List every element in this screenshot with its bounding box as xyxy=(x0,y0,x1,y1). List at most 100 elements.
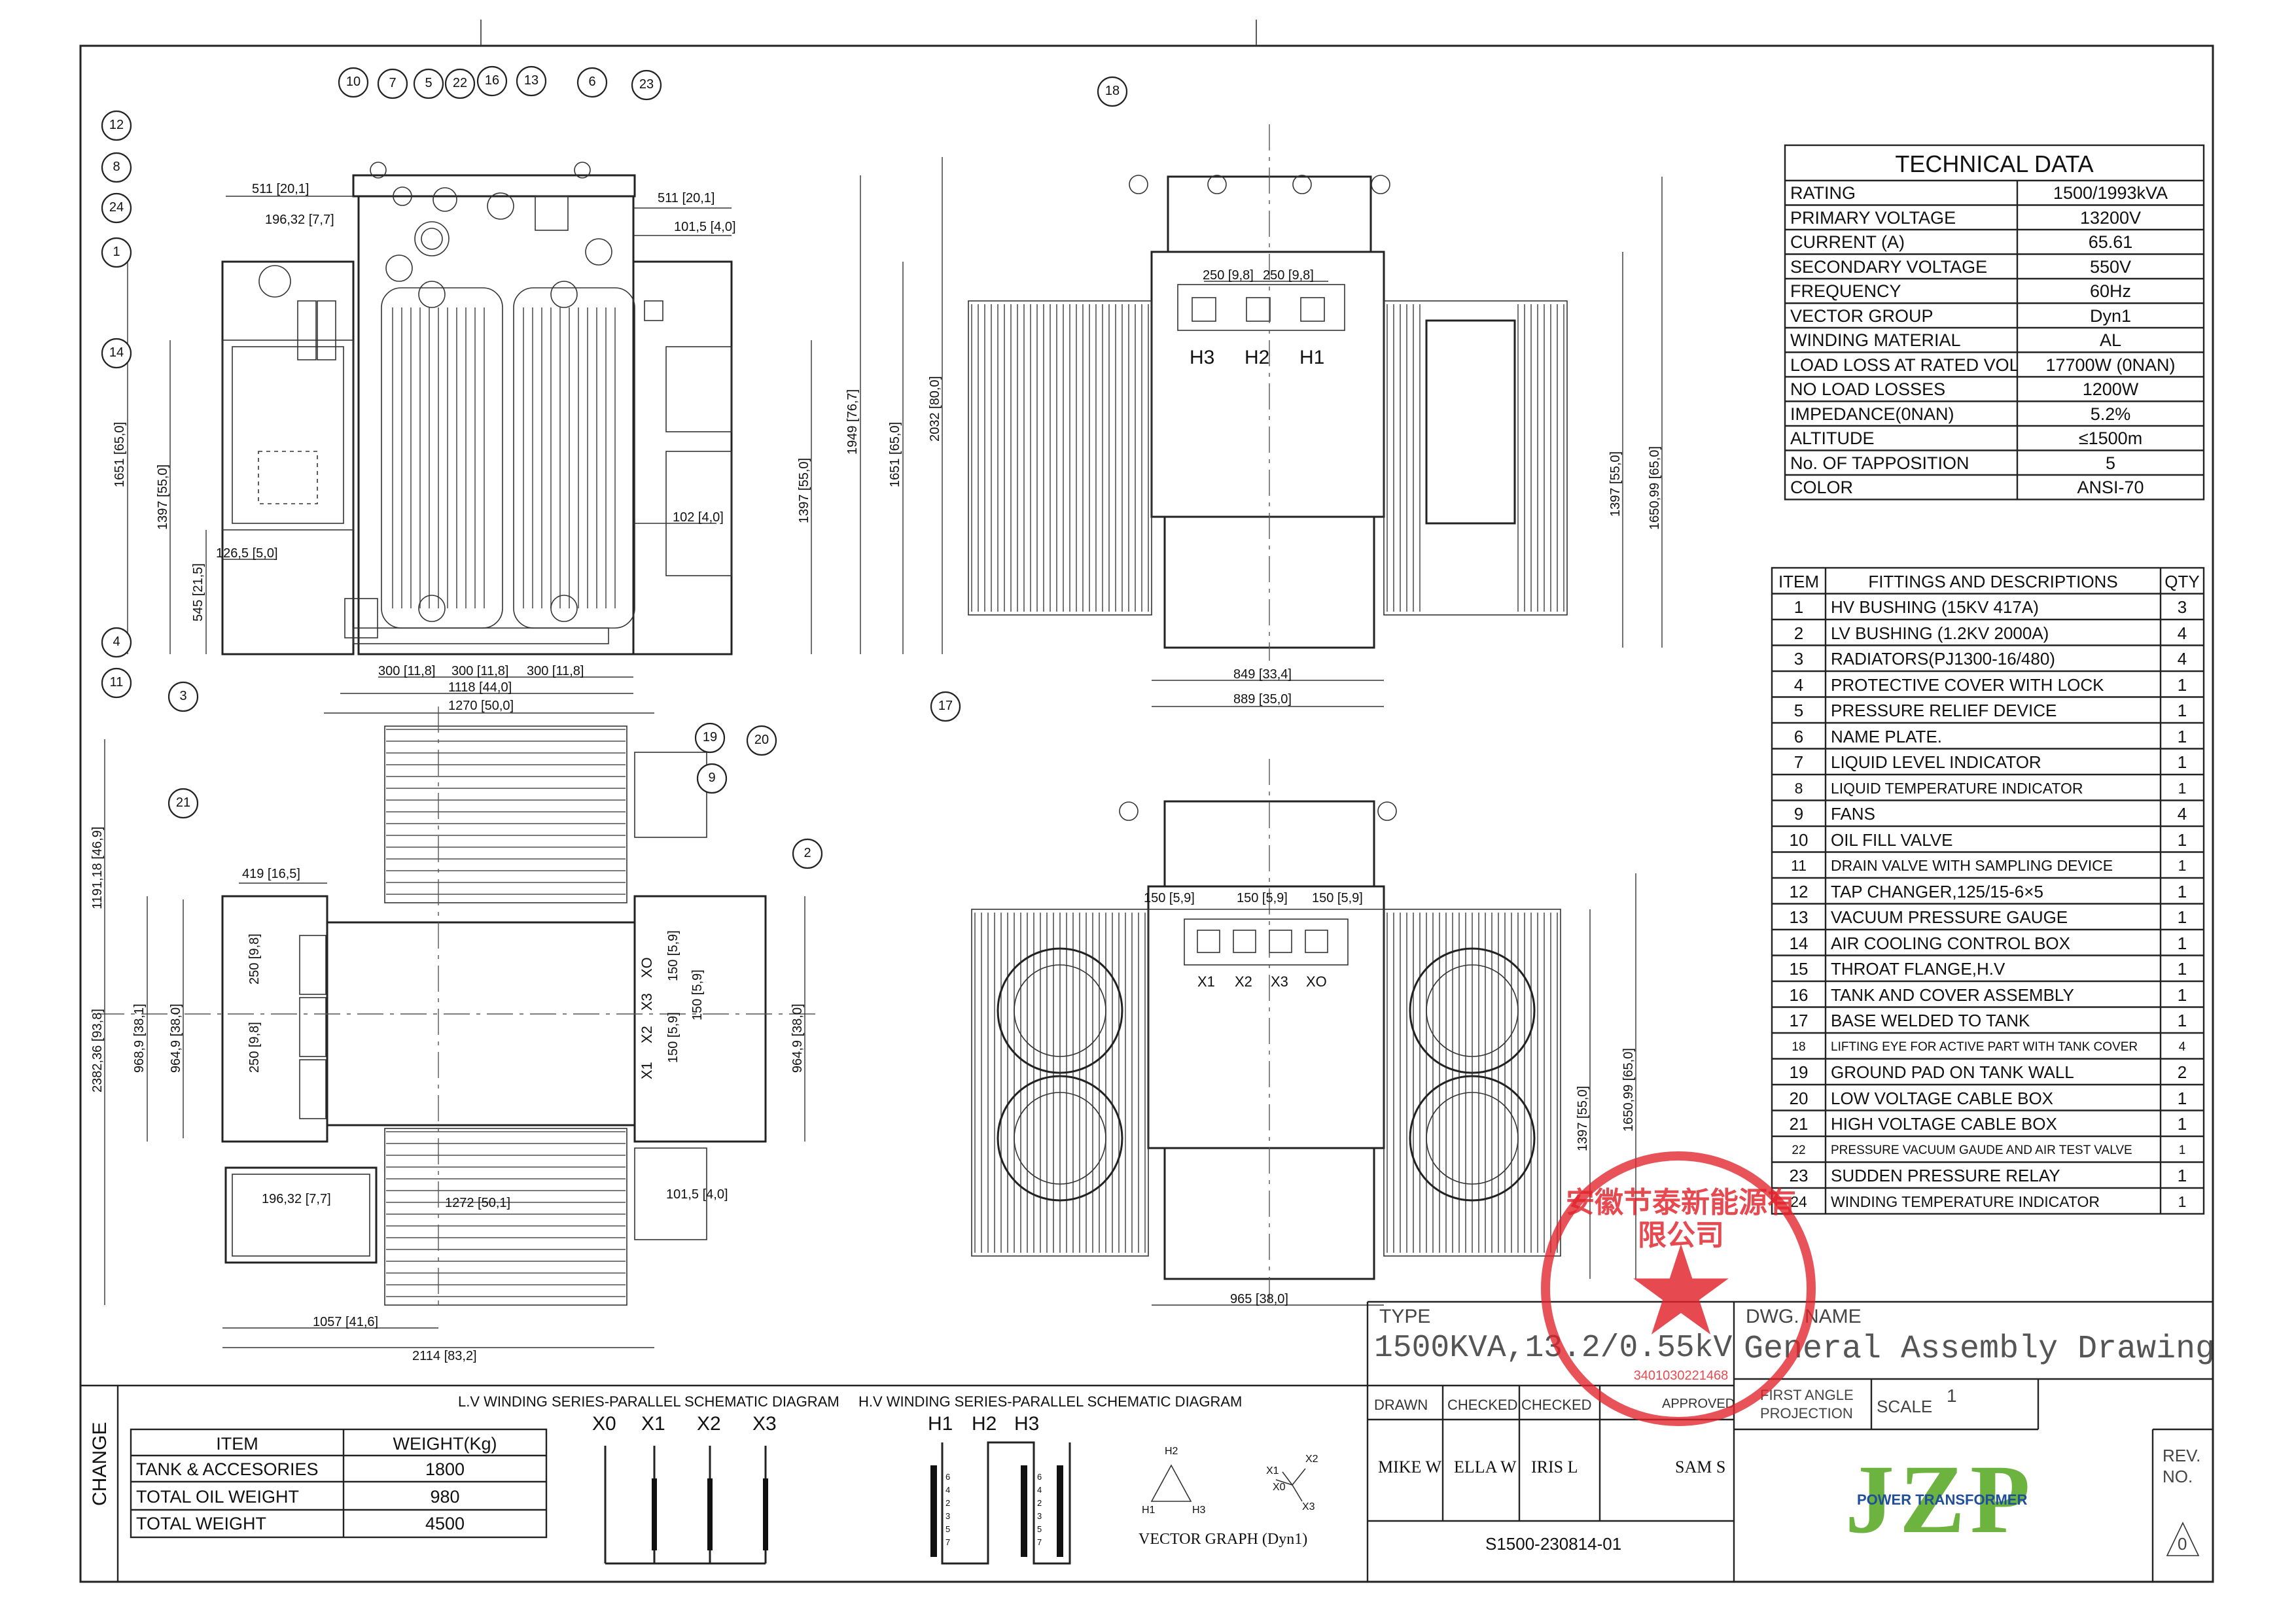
weight-col-kg: WEIGHT(Kg) xyxy=(393,1434,497,1454)
vector-label: X3 xyxy=(1302,1501,1315,1512)
lv-schematic-terminal: X2 xyxy=(697,1413,721,1435)
dim-label: 419 [16,5] xyxy=(242,867,300,881)
fitting-item: 7 xyxy=(1793,752,1804,772)
fitting-qty: 1 xyxy=(2178,1143,2186,1157)
tap-number: 5 xyxy=(1037,1524,1042,1534)
dim-label: 1650,99 [65,0] xyxy=(1648,446,1662,530)
tech-value: 550V xyxy=(2089,256,2132,277)
callout-number: 21 xyxy=(175,795,191,810)
fan-guard xyxy=(1409,1075,1536,1202)
tech-param: NO LOAD LOSSES xyxy=(1790,379,1946,399)
fitting-desc: AIR COOLING CONTROL BOX xyxy=(1831,933,2070,953)
delta-triangle xyxy=(1150,1464,1192,1502)
callout-circle xyxy=(746,725,777,756)
callout-circle xyxy=(338,67,369,98)
hv-schematic-terminal: H2 xyxy=(972,1413,997,1435)
lv-bushing-heads xyxy=(1197,930,1328,953)
fitting-item: 20 xyxy=(1789,1088,1809,1108)
tech-param: VECTOR GROUP xyxy=(1790,305,1934,326)
callout-circle xyxy=(930,691,961,722)
lifting-eye xyxy=(1371,175,1390,194)
hv-terminal-label: H3 xyxy=(1190,347,1215,368)
checked-by: ELLA W xyxy=(1454,1457,1517,1476)
dim-label: 1397 [55,0] xyxy=(1576,1085,1590,1151)
tech-row: VECTOR GROUP Dyn1 xyxy=(1785,304,2204,328)
hv-winding xyxy=(1057,1465,1063,1557)
tap-number: 5 xyxy=(945,1524,951,1534)
lifting-eye xyxy=(1377,801,1397,821)
fittings-table-lines xyxy=(1771,567,2205,1215)
lifting-eye xyxy=(1119,801,1139,821)
dim-label: 1650,99 [65,0] xyxy=(1621,1048,1636,1132)
fitting-item: 19 xyxy=(1789,1062,1809,1082)
dim-label: 250 [9,8] xyxy=(247,1022,262,1073)
fitting-qty: 1 xyxy=(2177,1088,2187,1108)
callout-circle xyxy=(101,110,132,141)
fitting-qty: 1 xyxy=(2177,1011,2187,1030)
tech-param: IMPEDANCE(0NAN) xyxy=(1790,404,1954,424)
bushing-flange xyxy=(550,595,578,622)
callout-circle xyxy=(101,192,132,224)
fitting-qty: 1 xyxy=(2177,701,2187,720)
dim-label: 150 [5,9] xyxy=(690,969,705,1021)
hv-bushing xyxy=(317,300,336,360)
lifting-eye xyxy=(1129,175,1148,194)
lifting-eye xyxy=(1292,175,1312,194)
fan-plan xyxy=(634,752,707,838)
fitting-desc: PRESSURE RELIEF DEVICE xyxy=(1831,701,2057,720)
hv-bushing-head xyxy=(1192,297,1216,322)
winding-temperature-indicator xyxy=(258,265,291,298)
callout-number: 3 xyxy=(179,689,187,703)
logo-letters: JZP xyxy=(1845,1445,2036,1554)
tech-value: AL xyxy=(2099,330,2122,350)
hv-bushing-plan xyxy=(299,1059,327,1119)
lv-bushing-head xyxy=(1197,930,1220,953)
fitting-qty: 1 xyxy=(2177,907,2187,927)
rev-label-1: REV. xyxy=(2163,1446,2201,1465)
bushing-flange xyxy=(418,281,446,308)
control-box-door xyxy=(232,346,344,524)
rev-triangle xyxy=(2166,1522,2200,1556)
dim-label: 150 [5,9] xyxy=(1237,891,1288,905)
hv-bushing-plan xyxy=(299,935,327,995)
callout-circle xyxy=(101,338,132,369)
callout-number: 7 xyxy=(389,76,397,90)
drawing-number: S1500-230814-01 xyxy=(1485,1534,1622,1554)
fitting-item: 13 xyxy=(1789,907,1809,927)
table-frame xyxy=(1771,567,2205,1215)
sudden-pressure-relay xyxy=(585,238,612,266)
dim-label: 1272 [50,1] xyxy=(445,1196,511,1210)
tech-value: Dyn1 xyxy=(2089,305,2132,326)
callout-number: 11 xyxy=(109,675,124,689)
dim-label: 1397 [55,0] xyxy=(156,464,170,530)
tech-value: 5.2% xyxy=(2090,404,2131,424)
callout-number: 18 xyxy=(1104,84,1120,98)
callout-number: 4 xyxy=(113,635,120,649)
dim-label: 150 [5,9] xyxy=(1144,891,1195,905)
fitting-desc: DRAIN VALVE WITH SAMPLING DEVICE xyxy=(1831,857,2113,874)
side-view-lv xyxy=(971,759,1636,1306)
hv-schematic-title: H.V WINDING SERIES-PARALLEL SCHEMATIC DI… xyxy=(858,1393,1243,1410)
side-view-hv xyxy=(968,124,1663,707)
weight-col-item: ITEM xyxy=(216,1434,258,1454)
fitting-item: 8 xyxy=(1794,779,1803,797)
radiator-plan-top xyxy=(384,725,627,903)
lv-schematic-terminal: X0 xyxy=(592,1413,616,1435)
tech-value: ≤1500m xyxy=(2078,428,2143,448)
dim-label: 300 [11,8] xyxy=(378,664,436,678)
hv-terminal-label: H1 xyxy=(1299,347,1325,368)
tech-value: 60Hz xyxy=(2089,281,2132,301)
fitting-qty: 4 xyxy=(2177,649,2187,669)
radiator-fins xyxy=(523,307,616,608)
tech-row: ALTITUDE≤1500m xyxy=(1785,426,2204,451)
fitting-desc: BASE WELDED TO TANK xyxy=(1831,1011,2030,1030)
dim-label: 2114 [83,2] xyxy=(412,1349,477,1363)
fitting-item: 10 xyxy=(1789,829,1809,850)
dim-label: 964,9 [38,0] xyxy=(790,1003,805,1073)
